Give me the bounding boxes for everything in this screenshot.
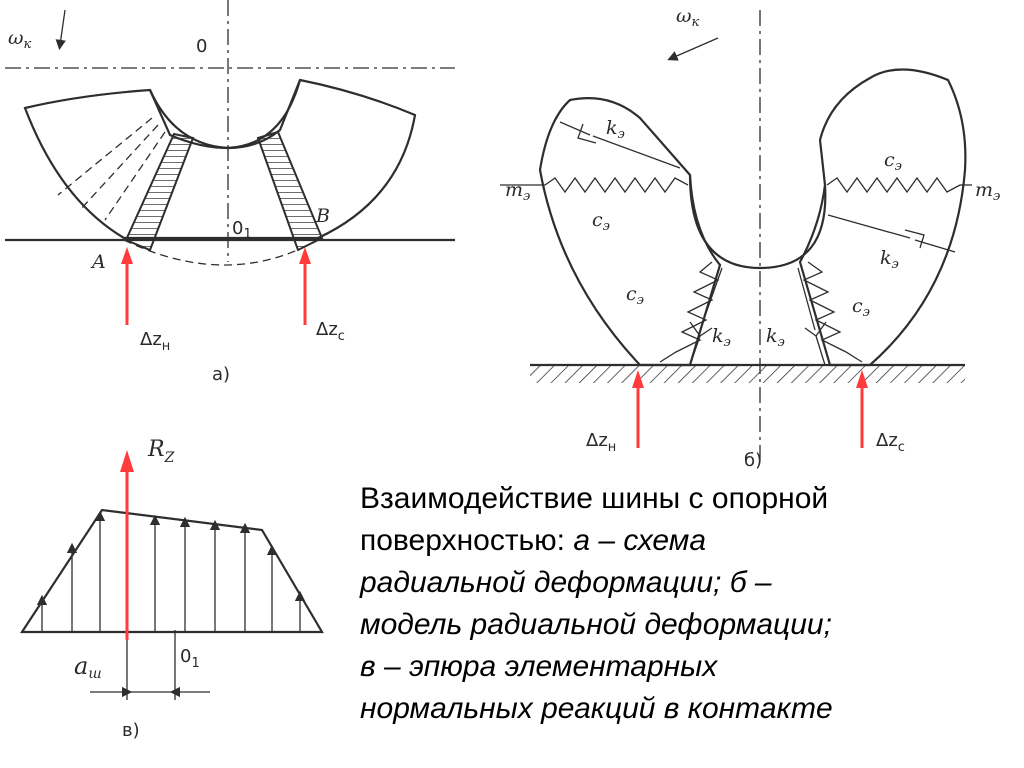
caption-line-2-plain: поверхностью: (360, 524, 574, 557)
c-upper-right-label: cэ (884, 149, 902, 174)
caption-line-4: модель радиальной деформации; (360, 608, 832, 641)
caption-line-6: нормальных реакций в контакте (360, 692, 833, 725)
spoke-dashed-3 (104, 131, 166, 221)
damper-low-left-rod (699, 267, 723, 331)
panel-a-radial-deformation-scheme: ωк 0 01 A B Δzн Δzс а) (5, 0, 455, 385)
element-front (124, 132, 195, 252)
damper-mr-rod2 (914, 239, 956, 253)
elementary-reaction-arrows (36, 510, 306, 632)
panel-v-normal-reaction-diagram: RZ aш 01 в) (19, 437, 324, 741)
caption-line-5: в – эпюра элементарных (360, 650, 718, 683)
dz-front-arrowhead-b (632, 370, 644, 388)
spring-right (826, 176, 961, 194)
mass-right-label: mэ (975, 179, 1000, 204)
caption-line-1: Взаимодействие шины с опорной (360, 482, 829, 515)
reaction-epure (19, 508, 324, 634)
omega-arrow (55, 9, 66, 51)
c-low-right-label: cэ (852, 295, 870, 320)
spoke-dashed-1 (57, 117, 153, 196)
k-low-left-label: kэ (712, 325, 731, 350)
rz-label: RZ (147, 437, 175, 466)
center-label: 01 (232, 218, 252, 242)
damper-low-left-rod2 (689, 335, 701, 366)
dz-front-label: Δzн (140, 329, 170, 354)
k-upper-left-label: kэ (606, 117, 625, 142)
damper-ul-rod2 (592, 135, 681, 169)
tire-left-lobe (538, 97, 722, 367)
dz-front-arrowhead (121, 247, 133, 264)
tire-right-lobe (798, 68, 967, 367)
point-a-label: A (90, 251, 106, 273)
damper-ul-cup (577, 123, 597, 144)
point-b-label: B (315, 205, 330, 227)
dz-rear-arrowhead (299, 247, 311, 264)
damper-mr-cup (904, 229, 925, 249)
damper-low-right-rod (797, 267, 816, 331)
caption-line-3: радиальной деформации; б – (360, 566, 772, 599)
k-mid-right-label: kэ (880, 247, 899, 272)
panel-a-tag: а) (212, 364, 230, 385)
a-sh-label: aш (74, 652, 102, 682)
spring-low-right (802, 261, 863, 363)
figure-caption: Взаимодействие шины с опорной поверхност… (360, 478, 1010, 730)
dz-rear-arrowhead-b (856, 370, 868, 388)
dz-front-label-b: Δzн (586, 430, 616, 455)
damper-low-right-rod2 (815, 335, 826, 366)
ground-hatch (530, 365, 965, 383)
axis-top-label: 0 (196, 36, 207, 57)
spring-left (544, 176, 689, 194)
panel-b-radial-deformation-model: ωк mэ mэ kэ cэ cэ kэ cэ kэ kэ cэ Δzн Δzс… (500, 5, 1000, 471)
rz-arrowhead (120, 450, 134, 472)
element-rear (256, 130, 324, 252)
tire-sector-outline (23, 78, 417, 240)
spring-low-left (659, 261, 720, 363)
caption-line-2-italic: а – схема (573, 524, 707, 557)
rim-arc (148, 79, 302, 150)
caption-line-2: поверхностью: а – схема (360, 520, 1010, 562)
omega-arrow-b (667, 37, 719, 61)
c-mid-left-label: cэ (592, 209, 610, 234)
center-label-v: 01 (180, 646, 200, 671)
dz-rear-label-b: Δzс (876, 430, 905, 455)
spoke-dashed-2 (79, 124, 159, 211)
damper-ul-rod (559, 121, 591, 136)
k-low-right-label: kэ (766, 325, 785, 350)
panel-b-tag: б) (744, 450, 762, 471)
omega-label: ωк (8, 27, 32, 52)
panel-v-tag: в) (122, 720, 140, 741)
rim-half-circle (688, 174, 827, 270)
mass-left-label: mэ (505, 179, 530, 204)
c-low-left-label: cэ (626, 283, 644, 308)
omega-label-b: ωк (676, 5, 700, 30)
dz-rear-label: Δzс (316, 319, 345, 344)
damper-mr-rod (827, 214, 911, 239)
